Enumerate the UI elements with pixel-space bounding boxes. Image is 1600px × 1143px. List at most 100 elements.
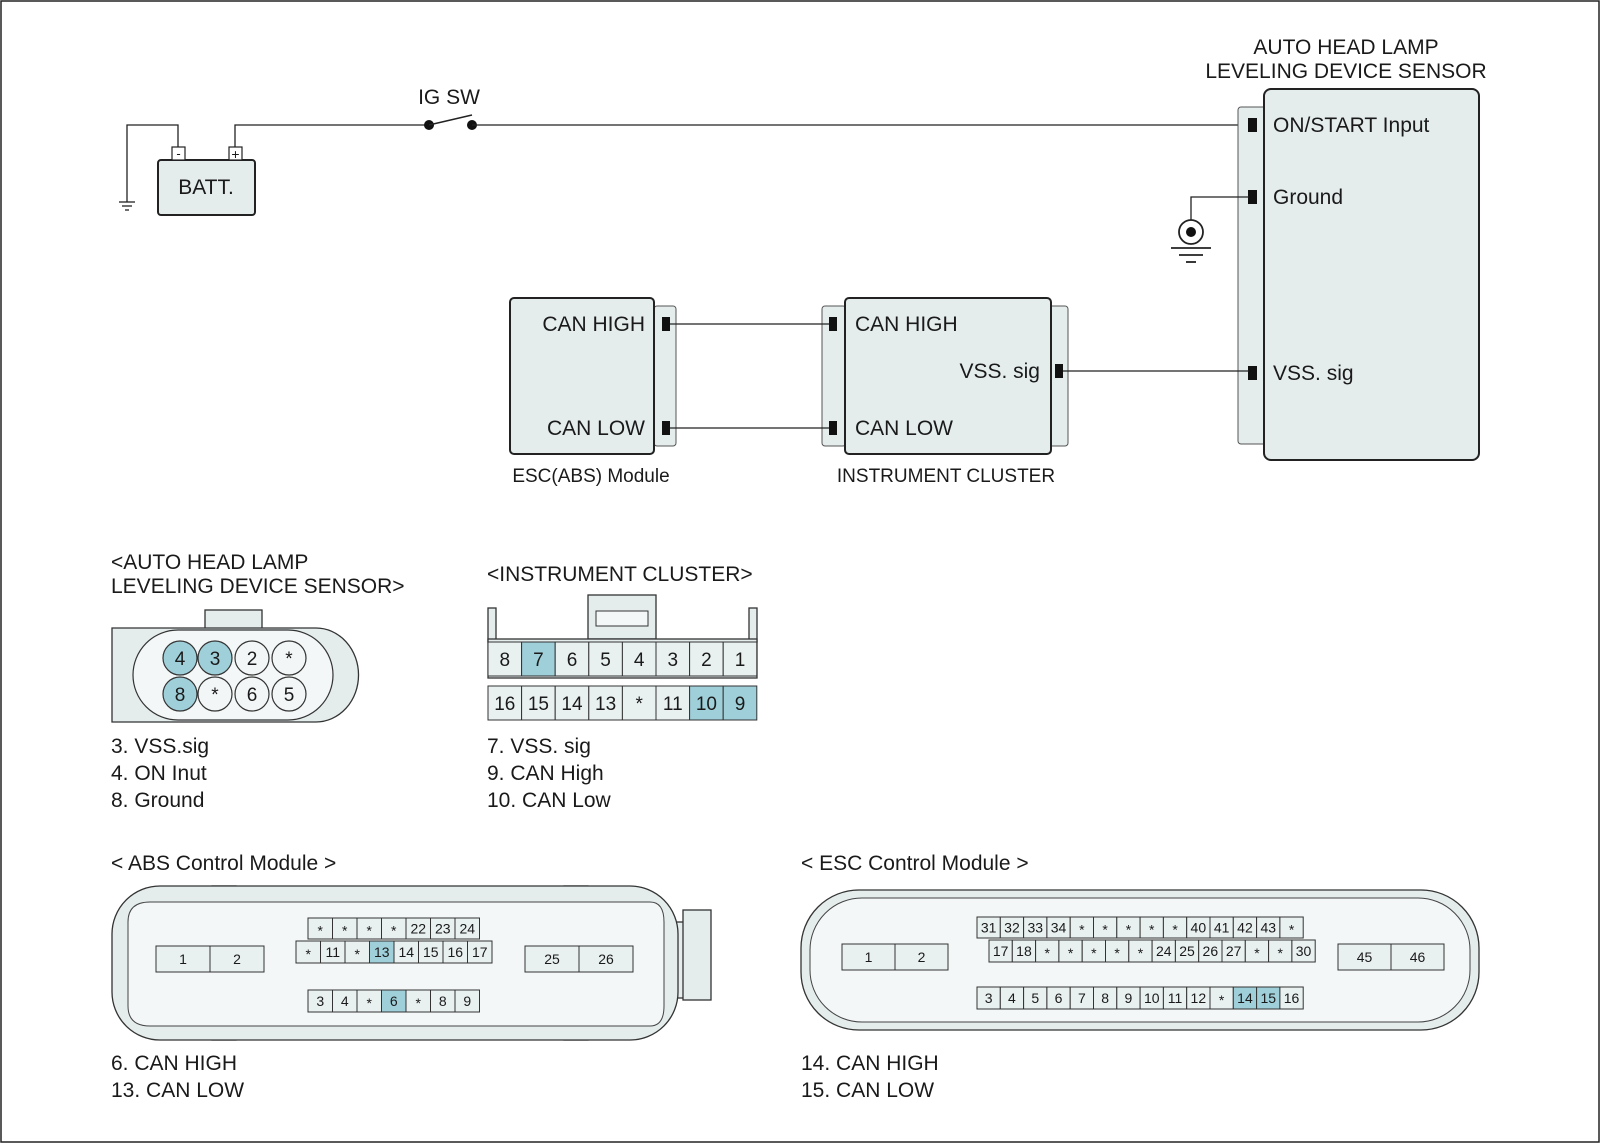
ground-symbol-icon bbox=[119, 201, 135, 211]
chassis-ground-icon bbox=[1171, 219, 1211, 263]
esc-pin-label: 5 bbox=[1031, 990, 1039, 1006]
sensor-pin-label: 4 bbox=[175, 649, 186, 670]
esc-note-2: 15. CAN LOW bbox=[801, 1079, 934, 1102]
sensor-title-line2: LEVELING DEVICE SENSOR bbox=[1205, 60, 1486, 83]
esc-pin-label: * bbox=[1102, 922, 1108, 938]
esc-pin-can-high: CAN HIGH bbox=[542, 313, 645, 336]
abs-pin-label: 25 bbox=[544, 951, 560, 967]
battery-ground-wire bbox=[126, 124, 179, 202]
sensor-note-2: 4. ON Inut bbox=[111, 762, 207, 785]
cluster-pin-cell bbox=[487, 641, 523, 677]
sensor-connector-title-line1: <AUTO HEAD LAMP bbox=[111, 551, 308, 574]
sensor-connector-title-line2: LEVELING DEVICE SENSOR> bbox=[111, 575, 405, 598]
cluster-pin-cell bbox=[521, 685, 556, 721]
esc-pin-label: * bbox=[1254, 945, 1260, 961]
esc-module-caption: ESC(ABS) Module bbox=[512, 466, 669, 487]
cluster-pin-label: 8 bbox=[500, 650, 511, 671]
cluster-pin-cell bbox=[487, 685, 523, 721]
cluster-pin-label: 16 bbox=[494, 694, 515, 715]
abs-pin-cell bbox=[578, 945, 634, 973]
abs-pin-label: 2 bbox=[233, 951, 241, 967]
esc-pin-label: 2 bbox=[918, 949, 926, 965]
cluster-note-2: 9. CAN High bbox=[487, 762, 604, 785]
battery-plus-label: + bbox=[231, 146, 239, 162]
esc-pin-label: * bbox=[1045, 945, 1051, 961]
cluster-pin-label: 11 bbox=[663, 694, 683, 715]
abs-pin-label: 13 bbox=[374, 944, 390, 960]
sensor-pin bbox=[234, 640, 270, 676]
abs-pin-cell bbox=[467, 940, 493, 964]
cluster-pin-cell bbox=[621, 641, 657, 677]
esc-pin-can-low: CAN LOW bbox=[547, 417, 645, 440]
esc-abs-module: CAN HIGH CAN LOW ESC(ABS) Module bbox=[509, 297, 677, 487]
esc-pin-label: * bbox=[1068, 945, 1074, 961]
cluster-pin-cell bbox=[655, 641, 691, 677]
esc-pin-cell bbox=[1279, 986, 1304, 1010]
sensor-pin bbox=[271, 640, 307, 676]
abs-pin-label: * bbox=[367, 923, 373, 939]
cluster-pin-cell bbox=[588, 685, 623, 721]
sensor-pin bbox=[197, 640, 233, 676]
esc-pin-label: * bbox=[1289, 922, 1295, 938]
esc-pin-label: 42 bbox=[1237, 920, 1253, 936]
abs-pin-cell bbox=[454, 917, 480, 940]
esc-pin-label: 14 bbox=[1237, 990, 1253, 1006]
battery: - + BATT. bbox=[157, 146, 256, 216]
cluster-pin-cell bbox=[588, 641, 623, 677]
abs-pin-label: 15 bbox=[423, 944, 439, 960]
esc-pin-label: 32 bbox=[1004, 920, 1020, 936]
sensor-pin-on-terminal bbox=[1248, 118, 1257, 132]
abs-pin-cell bbox=[155, 945, 211, 973]
esc-pin-label: 30 bbox=[1296, 943, 1312, 959]
cluster-pin-label: 6 bbox=[567, 650, 578, 671]
esc-pin-label: 43 bbox=[1260, 920, 1276, 936]
abs-pin-label: 23 bbox=[435, 921, 451, 937]
esc-pin-label: * bbox=[1138, 945, 1144, 961]
abs-pin-label: 4 bbox=[341, 993, 349, 1009]
esc-pin-label: * bbox=[1114, 945, 1120, 961]
abs-pin-label: * bbox=[342, 923, 348, 939]
esc-pin-label: 15 bbox=[1260, 990, 1276, 1006]
esc-pin-label: 17 bbox=[993, 943, 1009, 959]
esc-pin-label: 6 bbox=[1055, 990, 1063, 1006]
cluster-pin-label: 15 bbox=[528, 694, 549, 715]
esc-note-1: 14. CAN HIGH bbox=[801, 1052, 939, 1075]
abs-pin-label: * bbox=[318, 923, 324, 939]
esc-connector-title: < ESC Control Module > bbox=[801, 852, 1029, 875]
cluster-pin-label: 5 bbox=[600, 650, 611, 671]
abs-pin-label: 26 bbox=[598, 951, 614, 967]
sensor-pin bbox=[271, 676, 307, 712]
sensor-title-line1: AUTO HEAD LAMP bbox=[1253, 36, 1438, 59]
esc-pin-label: 9 bbox=[1125, 990, 1133, 1006]
cluster-pin-cell bbox=[722, 685, 758, 721]
esc-pin-label: 34 bbox=[1051, 920, 1067, 936]
esc-pin-label: * bbox=[1126, 922, 1132, 938]
esc-pin-cell bbox=[1390, 943, 1445, 971]
esc-pin-label: 27 bbox=[1226, 943, 1242, 959]
esc-pin-label: 26 bbox=[1203, 943, 1219, 959]
abs-pin-label: 11 bbox=[325, 944, 340, 960]
sensor-pin-label: * bbox=[211, 685, 219, 706]
abs-pin-label: 14 bbox=[398, 944, 414, 960]
sensor-pin-vss: VSS. sig bbox=[1273, 362, 1354, 385]
ignition-switch: IG SW bbox=[418, 86, 480, 130]
sensor-pin-label: * bbox=[285, 649, 293, 670]
abs-pin-cell bbox=[524, 945, 580, 973]
sensor-pin bbox=[197, 676, 233, 712]
esc-pin-label: 16 bbox=[1284, 990, 1300, 1006]
esc-pin-label: 46 bbox=[1410, 949, 1426, 965]
esc-pin-label: 18 bbox=[1016, 943, 1032, 959]
sensor-note-1: 3. VSS.sig bbox=[111, 735, 209, 758]
abs-pin-cell bbox=[209, 945, 265, 973]
sensor-connector: <AUTO HEAD LAMP LEVELING DEVICE SENSOR> … bbox=[111, 551, 405, 812]
cluster-pin-cell bbox=[655, 685, 691, 721]
cluster-pin-label: 3 bbox=[668, 650, 679, 671]
esc-pin-label: 4 bbox=[1008, 990, 1016, 1006]
sensor-pin-on-start: ON/START Input bbox=[1273, 114, 1430, 137]
sensor-pin-vss-terminal bbox=[1248, 366, 1257, 380]
esc-pin-cell bbox=[1291, 939, 1316, 963]
abs-pin-label: 17 bbox=[472, 944, 488, 960]
abs-pin-label: 1 bbox=[179, 951, 187, 967]
